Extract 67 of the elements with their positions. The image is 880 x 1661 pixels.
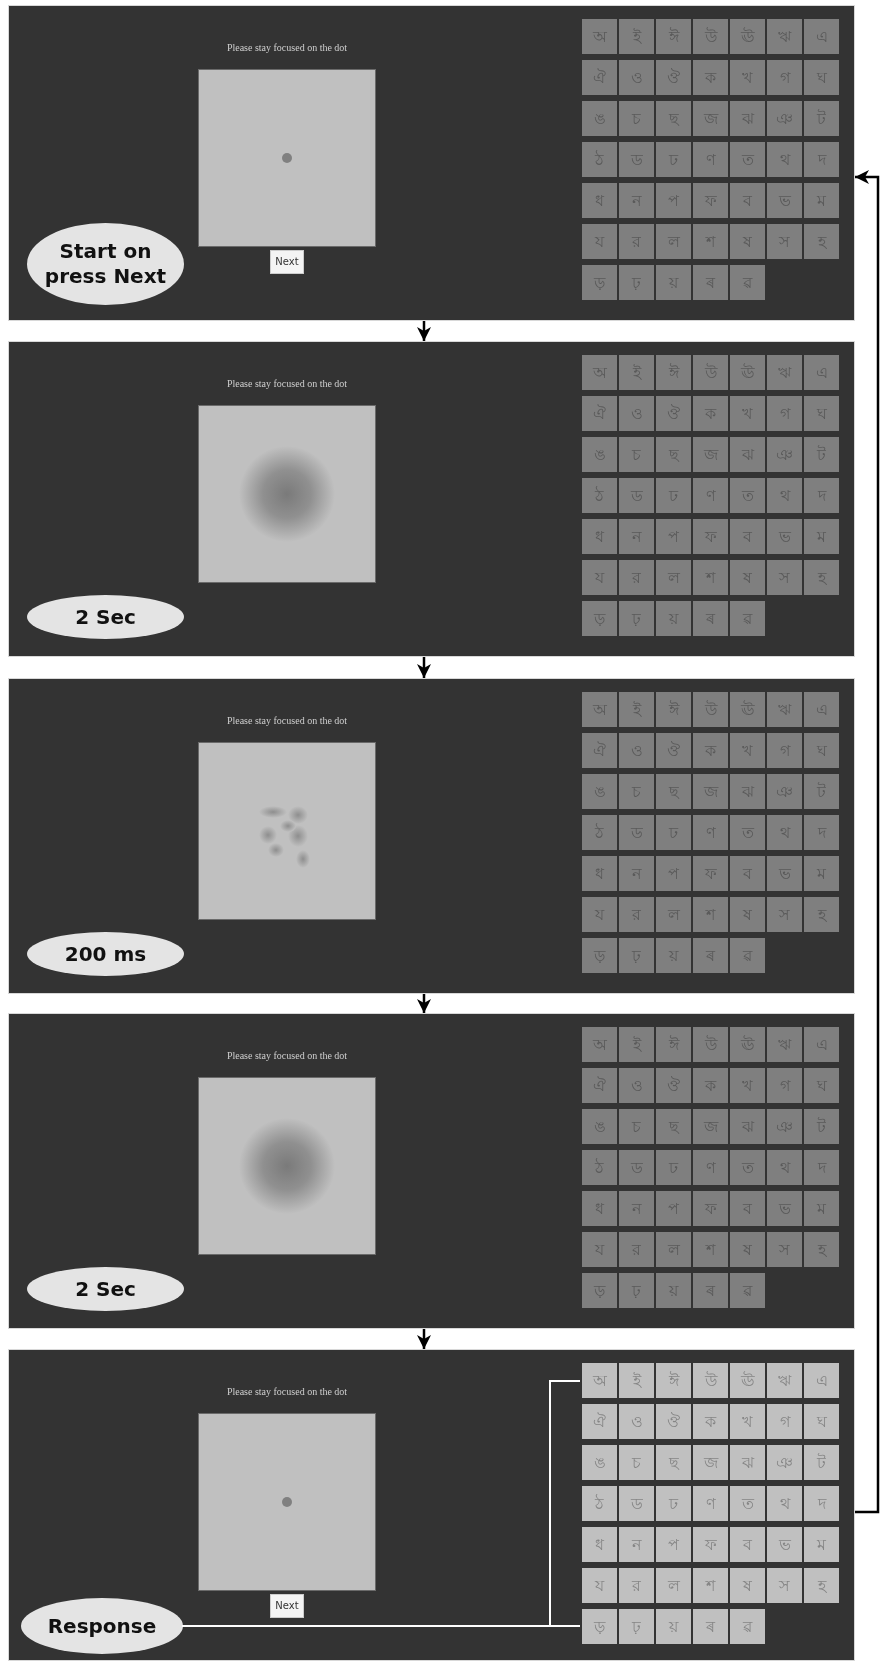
screen-panel bbox=[8, 341, 855, 657]
letter-key: য bbox=[582, 1568, 617, 1603]
caption-ellipse: Response bbox=[21, 1598, 183, 1654]
letter-key: ট bbox=[804, 1445, 839, 1480]
letter-key: ঐ bbox=[582, 1404, 617, 1439]
instruction-text: Please stay focused on the dot bbox=[225, 378, 349, 389]
letter-key: ঞ bbox=[767, 1445, 802, 1480]
letter-key: হ bbox=[804, 1568, 839, 1603]
letter-key: ফ bbox=[693, 1527, 728, 1562]
letter-key: ঋ bbox=[767, 1363, 802, 1398]
screen-panel bbox=[8, 1349, 855, 1661]
letter-key: এ bbox=[804, 1363, 839, 1398]
letter-key: ত bbox=[730, 1486, 765, 1521]
letter-key: ঊ bbox=[730, 1363, 765, 1398]
letter-key: ঔ bbox=[656, 1404, 691, 1439]
letter-key: ধ bbox=[582, 1527, 617, 1562]
screen-panel bbox=[8, 1013, 855, 1329]
arrow bbox=[417, 321, 431, 341]
letter-key: স bbox=[767, 1568, 802, 1603]
letter-key: ম bbox=[804, 1527, 839, 1562]
letter-key: দ bbox=[804, 1486, 839, 1521]
letter-key: ৰ bbox=[693, 1609, 728, 1644]
caption-ellipse: 2 Sec bbox=[27, 595, 184, 639]
letter-key: চ bbox=[619, 1445, 654, 1480]
next-button: Next bbox=[270, 250, 304, 274]
letter-key: ড় bbox=[582, 1609, 617, 1644]
screen-panel bbox=[8, 5, 855, 321]
letter-key: ক bbox=[693, 1404, 728, 1439]
letter-key: থ bbox=[767, 1486, 802, 1521]
arrow bbox=[417, 1329, 431, 1349]
letter-key: ও bbox=[619, 1404, 654, 1439]
letter-key: ষ bbox=[730, 1568, 765, 1603]
instruction-text: Please stay focused on the dot bbox=[225, 1386, 349, 1397]
letter-key: য় bbox=[656, 1609, 691, 1644]
instruction-text: Please stay focused on the dot bbox=[225, 1050, 349, 1061]
letter-key: প bbox=[656, 1527, 691, 1562]
letter-key: অ bbox=[582, 1363, 617, 1398]
letter-key: ঘ bbox=[804, 1404, 839, 1439]
letter-key: ঠ bbox=[582, 1486, 617, 1521]
caption-ellipse: 200 ms bbox=[27, 932, 184, 976]
instruction-text: Please stay focused on the dot bbox=[225, 42, 349, 53]
leader-line bbox=[181, 1380, 581, 1627]
letter-key: ৱ bbox=[730, 1609, 765, 1644]
letter-key: ণ bbox=[693, 1486, 728, 1521]
instruction-text: Please stay focused on the dot bbox=[225, 715, 349, 726]
screen-panel bbox=[8, 678, 855, 994]
letter-key: ই bbox=[619, 1363, 654, 1398]
next-button: Next bbox=[270, 1594, 304, 1618]
letter-key: জ bbox=[693, 1445, 728, 1480]
letter-key: ছ bbox=[656, 1445, 691, 1480]
letter-key: ল bbox=[656, 1568, 691, 1603]
letter-key: ঈ bbox=[656, 1363, 691, 1398]
letter-key: ব bbox=[730, 1527, 765, 1562]
letter-key: খ bbox=[730, 1404, 765, 1439]
arrow bbox=[417, 657, 431, 678]
letter-key: র bbox=[619, 1568, 654, 1603]
caption-ellipse: Start on press Next bbox=[27, 223, 184, 305]
letter-key: শ bbox=[693, 1568, 728, 1603]
letter-key: ভ bbox=[767, 1527, 802, 1562]
letter-key: ঢ় bbox=[619, 1609, 654, 1644]
arrow bbox=[855, 170, 880, 1514]
caption-ellipse: 2 Sec bbox=[27, 1267, 184, 1311]
letter-key: ঙ bbox=[582, 1445, 617, 1480]
letter-key: ন bbox=[619, 1527, 654, 1562]
letter-key: ঝ bbox=[730, 1445, 765, 1480]
letter-key: ঢ bbox=[656, 1486, 691, 1521]
arrow bbox=[417, 994, 431, 1013]
